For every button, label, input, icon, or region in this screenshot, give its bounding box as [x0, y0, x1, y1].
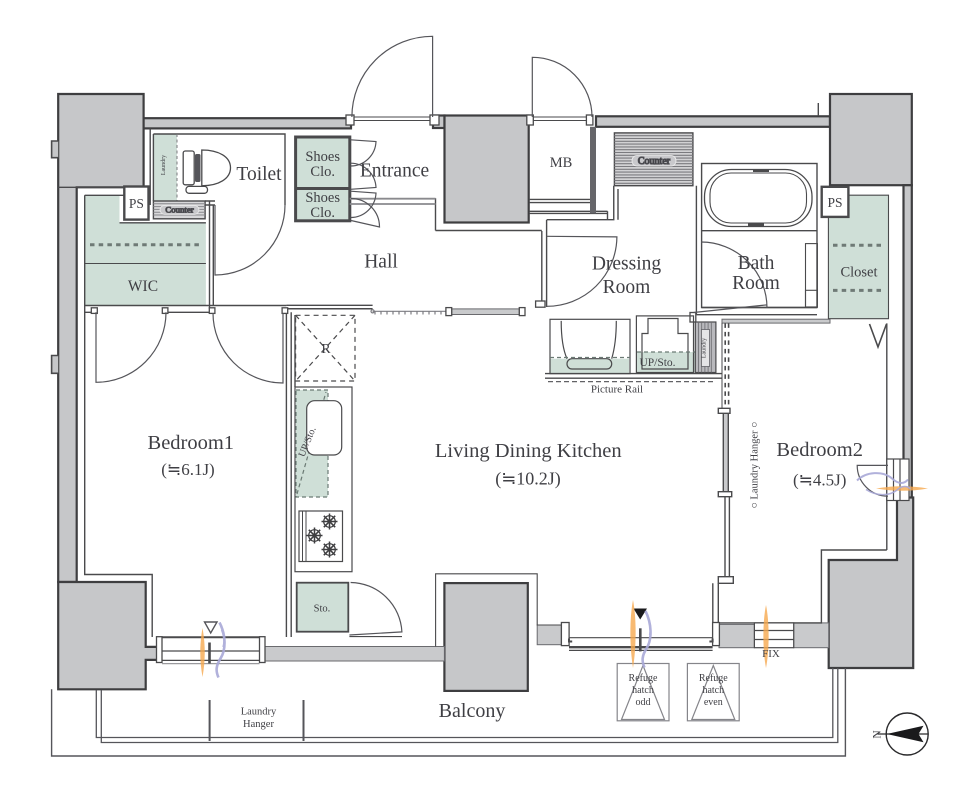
svg-text:Counter: Counter: [638, 156, 671, 167]
svg-text:Laundry: Laundry: [702, 338, 708, 358]
svg-text:Dressing: Dressing: [592, 254, 662, 275]
svg-text:Room: Room: [732, 273, 780, 294]
svg-text:(≒4.5J): (≒4.5J): [793, 471, 846, 490]
svg-text:Entrance: Entrance: [360, 161, 429, 182]
svg-text:Refuge: Refuge: [629, 673, 658, 684]
svg-text:Toilet: Toilet: [236, 164, 282, 185]
svg-text:Bedroom2: Bedroom2: [776, 439, 863, 461]
svg-text:Bath: Bath: [738, 253, 775, 274]
svg-text:Hall: Hall: [364, 252, 398, 273]
svg-text:Room: Room: [603, 277, 651, 298]
svg-text:Shoes: Shoes: [305, 149, 340, 165]
svg-text:N: N: [872, 730, 884, 739]
svg-text:Laundry: Laundry: [241, 707, 277, 718]
svg-text:Counter: Counter: [638, 156, 671, 167]
svg-text:Living Dining Kitchen: Living Dining Kitchen: [435, 440, 622, 462]
svg-text:hatch: hatch: [632, 685, 654, 696]
svg-text:Balcony: Balcony: [439, 700, 506, 722]
svg-text:Bedroom1: Bedroom1: [148, 432, 235, 454]
svg-text:Shoes: Shoes: [305, 190, 340, 206]
svg-text:Clo.: Clo.: [310, 164, 335, 180]
svg-text:Counter: Counter: [165, 205, 193, 215]
svg-text:Clo.: Clo.: [310, 205, 335, 221]
svg-text:PS: PS: [827, 195, 842, 210]
svg-text:PS: PS: [129, 196, 144, 211]
svg-text:FIX: FIX: [762, 648, 780, 660]
svg-text:WIC: WIC: [128, 278, 158, 295]
svg-text:odd: odd: [636, 697, 651, 708]
svg-text:Sto.: Sto.: [314, 604, 331, 615]
svg-text:MB: MB: [550, 155, 573, 171]
svg-text:Hanger: Hanger: [243, 719, 274, 730]
svg-text:Laundry: Laundry: [161, 155, 167, 175]
svg-text:even: even: [704, 697, 723, 708]
svg-text:hatch: hatch: [702, 685, 724, 696]
svg-text:Picture Rail: Picture Rail: [591, 384, 643, 396]
svg-text:R: R: [321, 341, 330, 356]
svg-text:(≒10.2J): (≒10.2J): [495, 469, 561, 490]
svg-text:UP/Sto.: UP/Sto.: [639, 357, 675, 369]
svg-text:Refuge: Refuge: [699, 673, 728, 684]
svg-text:Counter: Counter: [165, 205, 193, 215]
svg-text:Closet: Closet: [840, 265, 877, 281]
svg-text:(≒6.1J): (≒6.1J): [161, 460, 214, 479]
svg-text:○ Laundry Hanger ○: ○ Laundry Hanger ○: [750, 421, 761, 508]
